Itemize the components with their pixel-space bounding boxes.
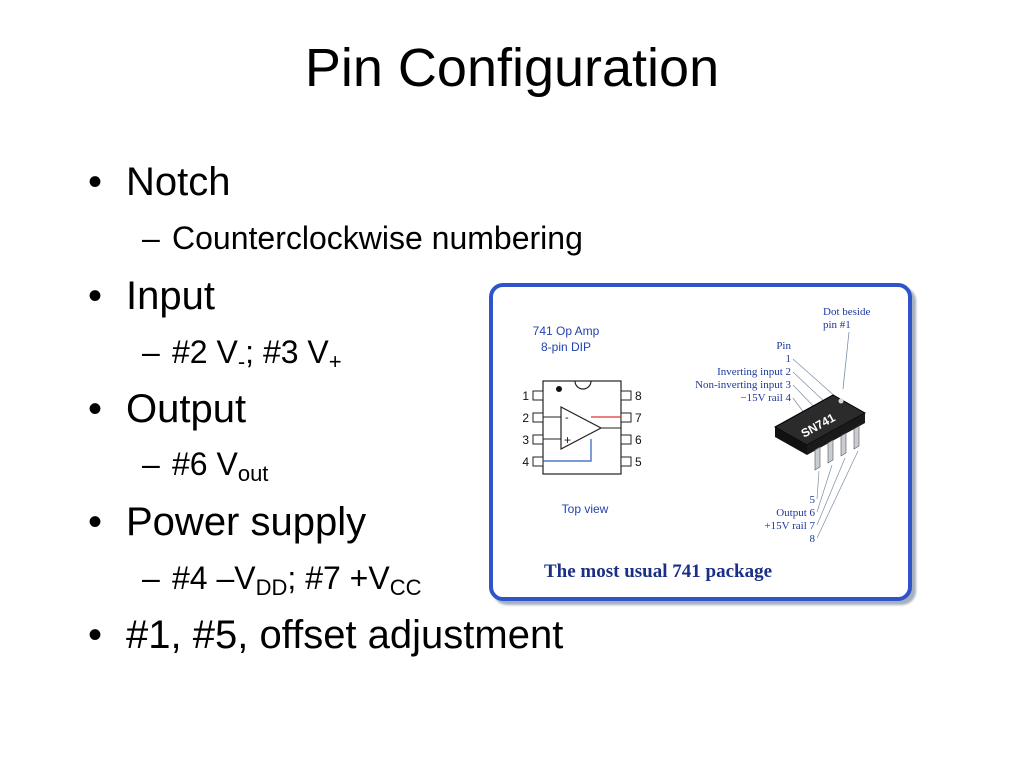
- pin-label: Inverting input 2: [717, 366, 791, 378]
- opamp-minus-sign: -: [565, 412, 569, 424]
- pinout-diagram: 741 Op Amp 8-pin DIP 1 2 3 4 8 7 6 5: [522, 306, 870, 582]
- bullet-text: Input: [126, 274, 215, 318]
- chip-leg: [840, 432, 847, 457]
- dot-leader-line: [842, 331, 850, 390]
- right-pin-boxes: [620, 390, 632, 467]
- upper-pin-labels: Pin 1 Inverting input 2 Non-inverting in…: [695, 340, 791, 404]
- pinout-figure: 741 Op Amp 8-pin DIP 1 2 3 4 8 7 6 5: [489, 283, 912, 601]
- bullet-text: Power supply: [126, 500, 367, 544]
- output-wire: [601, 427, 622, 439]
- pin-box: [620, 412, 632, 423]
- leader-line: [792, 371, 829, 406]
- leader-line: [816, 457, 846, 526]
- pin-number: 2: [522, 411, 529, 425]
- leader-line: [816, 450, 859, 539]
- bullet-marker: •: [88, 387, 103, 431]
- dash-marker: –: [142, 446, 160, 482]
- bullet-marker: •: [88, 500, 103, 544]
- subscript: +: [328, 349, 342, 374]
- sub-bullet-text: #6 Vout: [172, 446, 268, 485]
- pin-number: 1: [522, 389, 529, 403]
- pin-label: Output 6: [776, 507, 815, 519]
- pin-label: Non-inverting input 3: [695, 379, 791, 391]
- chip-leg: [814, 446, 821, 471]
- sub-bullet-text: #2 V-; #3 V+: [172, 334, 342, 373]
- notch-icon: [574, 380, 592, 390]
- pin-number: 4: [522, 455, 529, 469]
- sub-bullet-text: #4 –VDD; #7 +VCC: [172, 560, 421, 599]
- opamp-triangle-icon: [560, 406, 603, 450]
- pin-label: −15V rail 4: [740, 392, 791, 404]
- pin-box: [532, 412, 544, 423]
- figure-caption: The most usual 741 package: [544, 561, 772, 582]
- slide-title: Pin Configuration: [304, 38, 720, 98]
- text-part: ; #3 V: [245, 334, 329, 370]
- text-part: #2 V: [172, 334, 238, 370]
- dot-label-line-2: pin #1: [823, 319, 851, 331]
- pin-label: 1: [786, 353, 792, 365]
- leader-line: [816, 464, 833, 513]
- text-part: ; #7 +V: [287, 560, 390, 596]
- subscript: CC: [389, 575, 422, 600]
- pin-number: 6: [635, 433, 642, 447]
- bullet-text: Output: [126, 387, 247, 431]
- pin-box: [620, 434, 632, 445]
- chip-side: [775, 427, 807, 455]
- left-pin-boxes: [532, 390, 544, 467]
- chip-3d: SN741: [773, 394, 867, 455]
- lower-leader-lines: [816, 450, 859, 539]
- pin-box: [620, 390, 632, 401]
- lower-pin-labels: 5 Output 6 +15V rail 7 8: [764, 494, 815, 545]
- bullet-marker: •: [88, 274, 103, 318]
- subscript: out: [237, 461, 269, 486]
- pin-box: [532, 434, 544, 445]
- dash-marker: –: [142, 334, 160, 370]
- subscript: -: [237, 349, 246, 374]
- pin-number: 8: [635, 389, 642, 403]
- leader-line: [816, 470, 820, 500]
- pin-label: 5: [810, 494, 816, 506]
- chip-leg: [827, 439, 834, 464]
- text-part: #6 V: [172, 446, 238, 482]
- opamp-plus-sign: +: [564, 433, 571, 447]
- pin1-dot-icon: [556, 386, 562, 392]
- pin-box: [532, 456, 544, 467]
- chip-leg: [853, 425, 860, 450]
- bullet-marker: •: [88, 160, 103, 204]
- pin1-dot-icon: [838, 398, 844, 404]
- dip-title-line-1: 741 Op Amp: [533, 324, 600, 338]
- top-view-label: Top view: [562, 502, 609, 516]
- bullet-text: Notch: [126, 160, 231, 204]
- dash-marker: –: [142, 220, 160, 256]
- pin-number: 3: [522, 433, 529, 447]
- dash-marker: –: [142, 560, 160, 596]
- bullet-marker: •: [88, 613, 103, 657]
- pin-number: 5: [635, 455, 642, 469]
- chip-front: [807, 413, 865, 455]
- pin-number: 7: [635, 411, 642, 425]
- subscript: DD: [255, 575, 288, 600]
- leader-line: [792, 358, 839, 400]
- vee-wire: [543, 439, 592, 462]
- pin-label: 8: [810, 533, 816, 545]
- pin-label: +15V rail 7: [764, 520, 815, 532]
- dip-title-line-2: 8-pin DIP: [541, 340, 591, 354]
- bullet-text: #1, #5, offset adjustment: [126, 613, 564, 657]
- sub-bullet-text: Counterclockwise numbering: [172, 220, 583, 256]
- pin-label: Pin: [776, 340, 791, 352]
- pin-box: [532, 390, 544, 401]
- dot-label-line-1: Dot beside: [823, 306, 870, 318]
- text-part: #4 –V: [172, 560, 256, 596]
- chip-legs: [814, 425, 860, 471]
- pin-box: [620, 456, 632, 467]
